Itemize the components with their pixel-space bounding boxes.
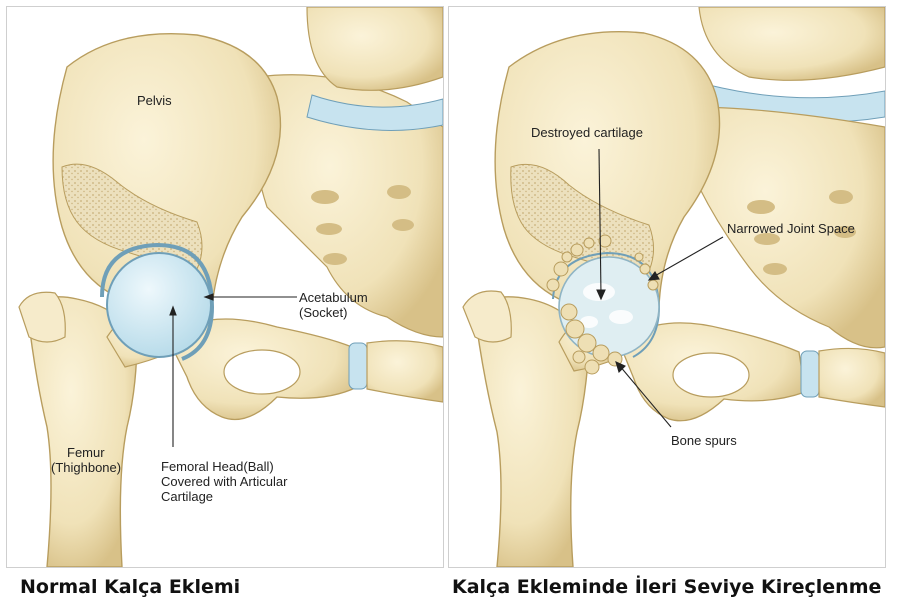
vertebra-shape: [307, 7, 443, 90]
obturator-foramen: [673, 353, 749, 397]
greater-trochanter: [463, 291, 511, 342]
arthritic-hip-illustration: [449, 7, 885, 567]
arthritic-hip-caption: Kalça Ekleminde İleri Seviye Kireçlenme: [452, 576, 881, 598]
arthritic-hip-panel: Destroyed cartilage Narrowed Joint Space…: [448, 6, 886, 568]
pelvis-label: Pelvis: [137, 93, 172, 108]
destroyed-cartilage-label: Destroyed cartilage: [531, 125, 643, 140]
femoral-head: [107, 253, 211, 357]
right-pubis: [367, 341, 443, 402]
right-pubis: [819, 348, 885, 407]
bone-spurs-label: Bone spurs: [671, 433, 737, 448]
acetabulum-label: Acetabulum (Socket): [299, 290, 368, 320]
femoral-head-label: Femoral Head(Ball) Covered with Articula…: [161, 459, 287, 504]
narrowed-joint-space-label: Narrowed Joint Space: [727, 221, 855, 236]
obturator-foramen: [224, 350, 300, 394]
vertebra-shape: [699, 7, 885, 80]
normal-hip-panel: Pelvis Acetabulum (Socket) Femur (Thighb…: [6, 6, 444, 568]
normal-hip-caption: Normal Kalça Eklemi: [20, 576, 240, 598]
pubic-symphysis: [349, 343, 367, 389]
greater-trochanter: [19, 292, 65, 342]
femur-label: Femur (Thighbone): [51, 445, 121, 475]
pubic-symphysis: [801, 351, 819, 397]
